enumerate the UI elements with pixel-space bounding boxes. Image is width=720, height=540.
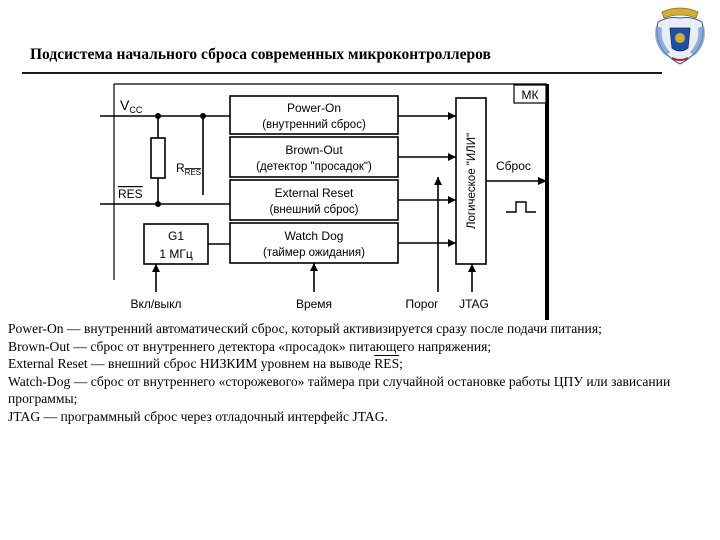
block-outputs: [398, 115, 456, 244]
desc-external-reset: External Reset — внешний сброс НИЗКИМ ур…: [8, 356, 403, 372]
resistor-res: [150, 137, 166, 179]
reset-pulse-icon: [506, 201, 536, 213]
input-onoff-label: Вкл/выкл: [130, 297, 181, 311]
external-reset-title: External Reset: [275, 186, 354, 200]
mcu-label-box: [513, 84, 547, 104]
logic-or-label: Логическое "ИЛИ": [466, 133, 478, 229]
res-pin-label: RES: [118, 187, 143, 201]
emblem-icon: [655, 7, 705, 65]
desc-brown-out: Brown-Out — сброс от внутреннего детекто…: [8, 338, 492, 354]
vcc-node-1: [155, 113, 161, 119]
oscillator-g1-freq: 1 МГц: [159, 247, 193, 261]
input-jtag-label: JTAG: [459, 297, 489, 311]
brown-out-block: [229, 136, 399, 178]
reset-output-label: Сброс: [496, 159, 531, 173]
watchdog-subtitle: (таймер ожидания): [263, 247, 365, 259]
desc-watchdog: Watch-Dog — сброс от внутреннего «сторож…: [8, 373, 671, 407]
vcc-rail: [100, 115, 230, 195]
reset-subsystem-diagram: МК VCC RRES RES Power-On (внутренний сбр…: [100, 83, 549, 320]
resistor-label: RRES: [176, 161, 201, 177]
power-on-subtitle: (внутренний сброс): [262, 119, 366, 131]
desc-power-on: Power-On — внутренний автоматический сбр…: [8, 321, 602, 336]
descriptions: Power-On — внутренний автоматический сбр…: [8, 320, 714, 426]
vcc-label: VCC: [120, 97, 143, 115]
desc-jtag: JTAG — программный сброс через отладочны…: [8, 408, 388, 424]
input-time-label: Время: [296, 297, 332, 311]
vcc-node-2: [200, 113, 206, 119]
external-reset-subtitle: (внешний сброс): [269, 204, 358, 216]
watchdog-block: [229, 222, 399, 264]
oscillator-g1-title: G1: [168, 229, 184, 243]
slide-title: Подсистема начального сброса современных…: [30, 46, 491, 63]
bottom-input-arrows: [152, 177, 476, 272]
logic-or-block: [455, 97, 487, 265]
oscillator-g1-block: [143, 223, 209, 265]
watchdog-title: Watch Dog: [285, 229, 344, 243]
res-node: [155, 201, 161, 207]
power-on-title: Power-On: [287, 101, 341, 115]
input-threshold-label: Порог: [405, 297, 439, 311]
reset-output-arrow: [538, 177, 547, 185]
power-on-block: [229, 95, 399, 135]
brown-out-subtitle: (детектор "просадок"): [256, 161, 372, 173]
title-divider: [22, 72, 662, 74]
brown-out-title: Brown-Out: [285, 143, 343, 157]
block-arrows: [448, 112, 456, 247]
mcu-label: МК: [522, 88, 539, 102]
